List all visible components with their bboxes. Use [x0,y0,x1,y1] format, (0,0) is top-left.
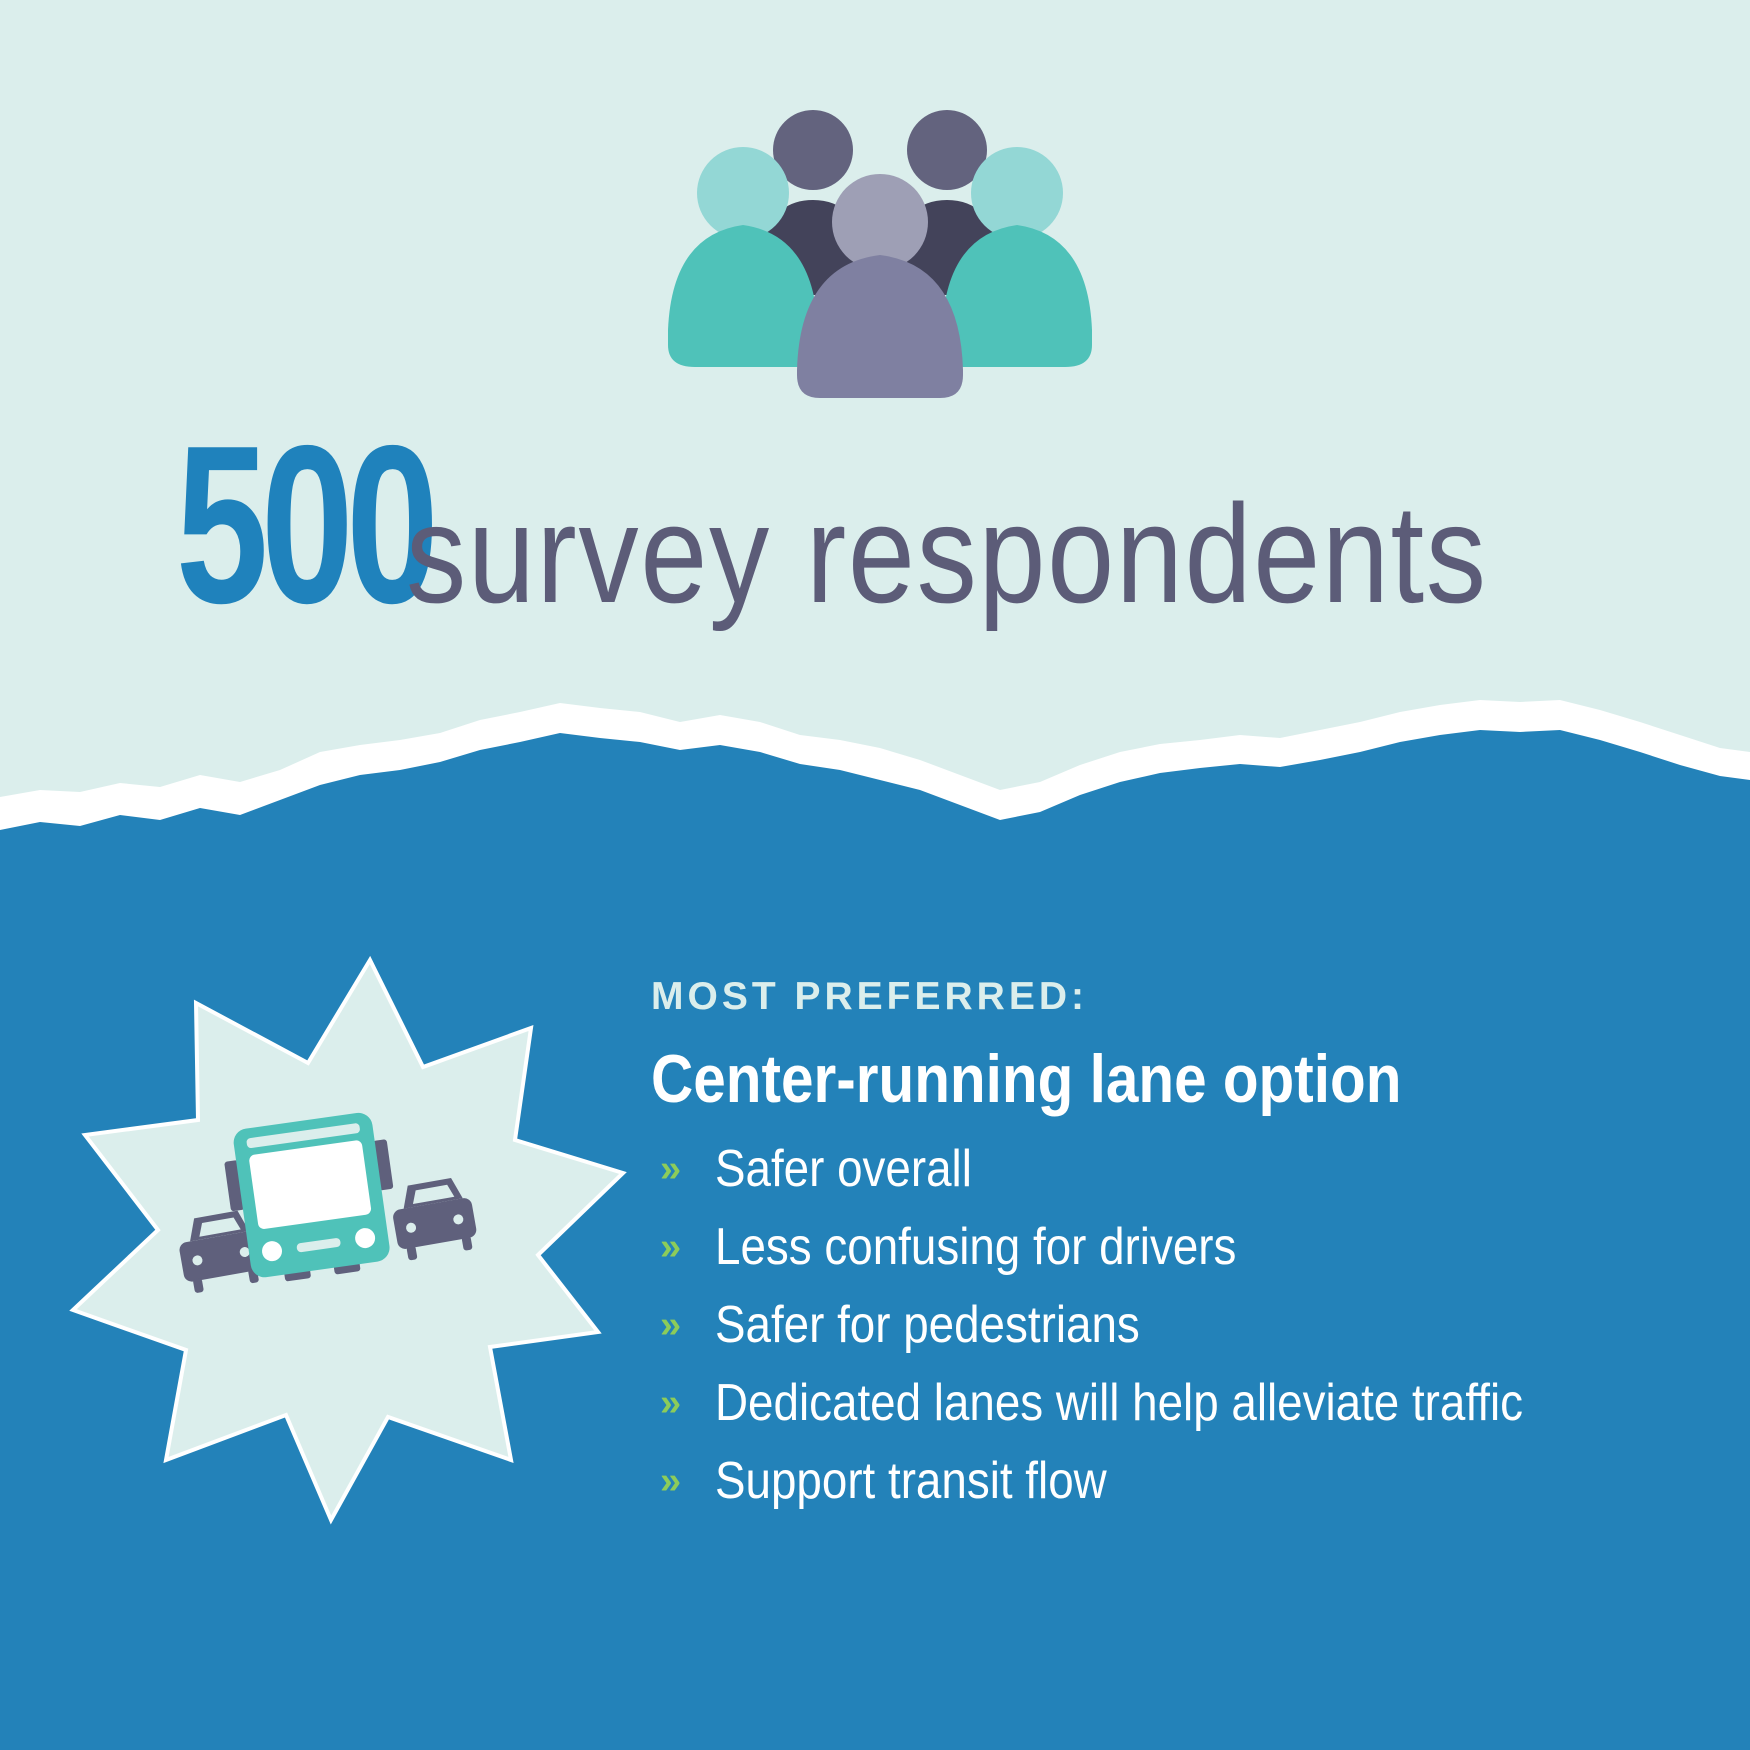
reasons-list: » Safer overall » Less confusing for drive… [660,1130,1633,1520]
people-group-icon [668,110,1092,398]
most-preferred-label: MOST PREFERRED: [651,975,1089,1018]
chevron-right-icon: » [660,1303,682,1346]
chevron-right-icon: » [660,1147,682,1190]
reason-item: » Safer for pedestrians [660,1286,1633,1364]
chevron-right-icon: » [660,1459,682,1502]
reason-text: Safer overall [715,1140,972,1198]
starburst-badge [69,955,627,1525]
reason-item: » Dedicated lanes will help alleviate tra… [660,1364,1633,1442]
respondent-label: survey respondents [406,475,1488,632]
bus-and-cars-icon [179,1112,477,1293]
reason-item: » Support transit flow [660,1442,1633,1520]
respondent-count: 500 [175,398,439,650]
reason-text: Dedicated lanes will help alleviate traf… [715,1374,1524,1432]
reason-text: Safer for pedestrians [715,1296,1140,1354]
preferred-option-title: Center-running lane option [651,1041,1402,1117]
reason-item: » Less confusing for drivers [660,1208,1633,1286]
reason-text: Less confusing for drivers [715,1218,1237,1276]
reason-item: » Safer overall [660,1130,1633,1208]
headline: 500 survey respondents [0,395,1750,654]
chevron-right-icon: » [660,1225,682,1268]
reason-text: Support transit flow [715,1452,1107,1510]
bottom-blue-panel [0,730,1750,1750]
chevron-right-icon: » [660,1381,682,1424]
